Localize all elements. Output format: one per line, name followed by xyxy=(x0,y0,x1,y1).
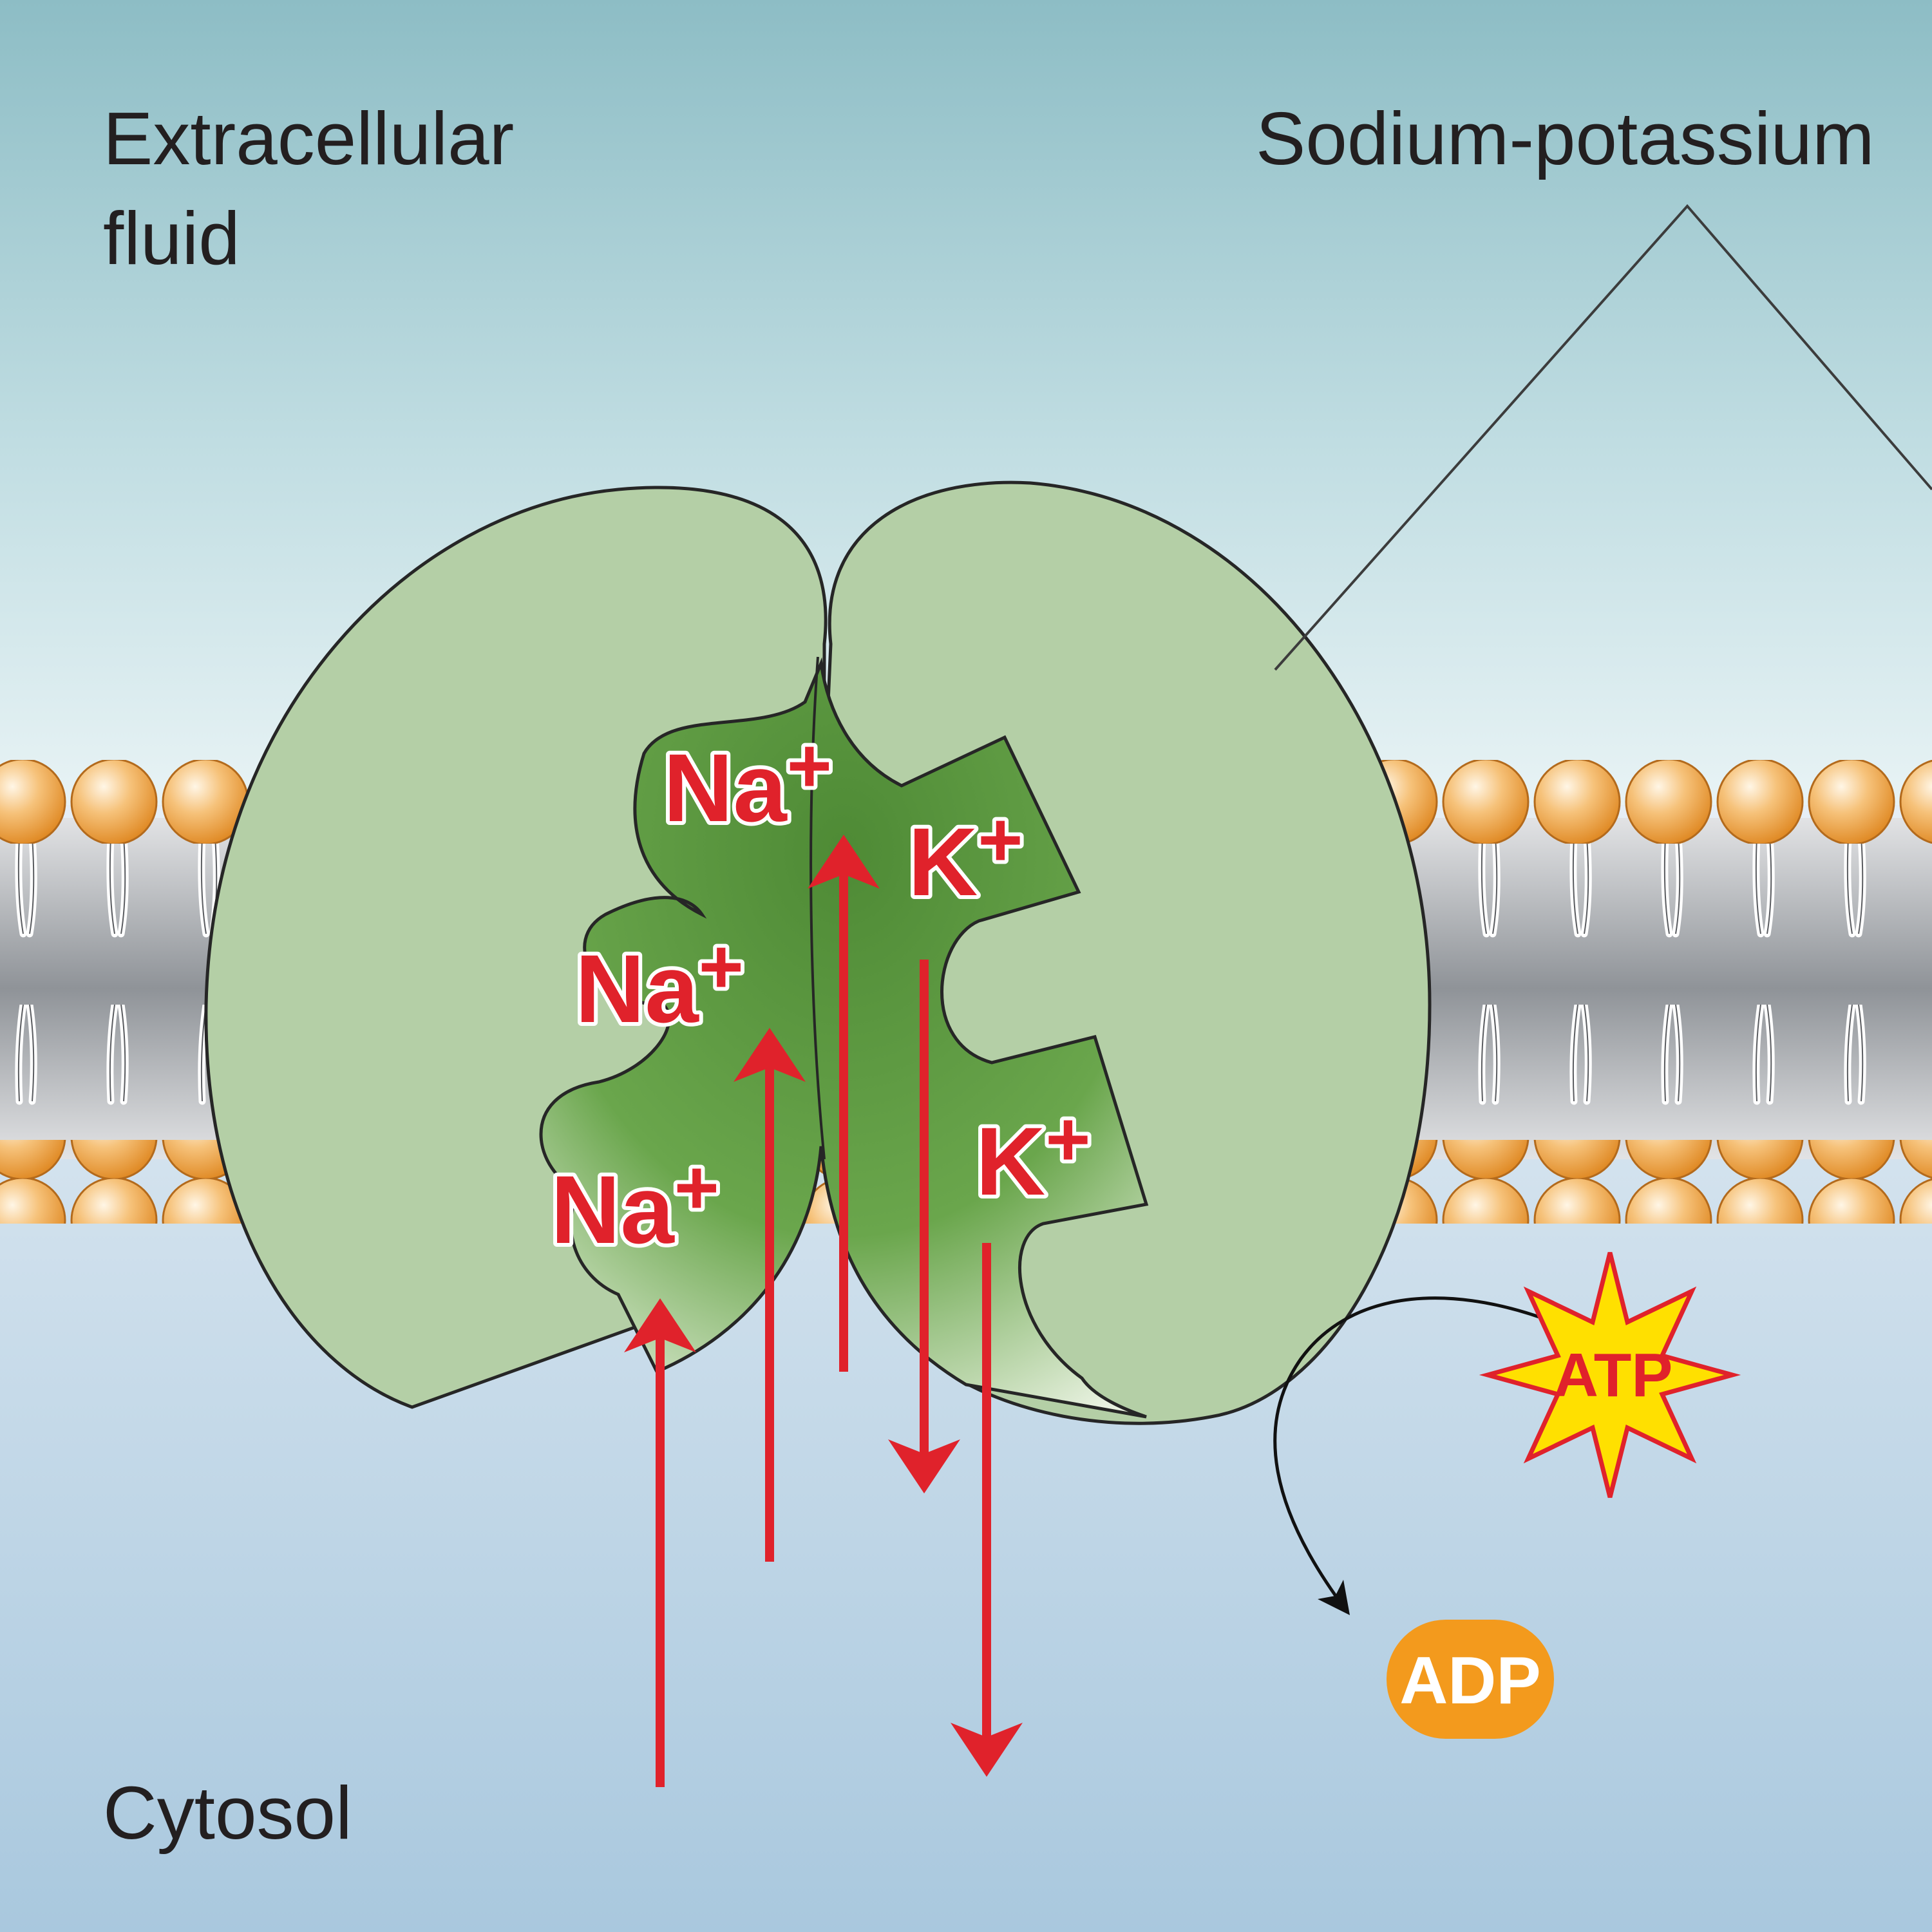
na-ion-1: Na+ xyxy=(663,723,832,842)
na-ion-3: Na+ xyxy=(551,1144,719,1264)
ion-labels: Na+ Na+ Na+ K+ K+ xyxy=(547,719,1094,1267)
k-ion-2: K+ xyxy=(976,1096,1090,1215)
k-ion-1: K+ xyxy=(908,797,1023,916)
subunit-boundary xyxy=(810,656,826,1160)
extracellular-fluid-label-line2: fluid xyxy=(103,196,240,280)
atp-to-adp-arrow xyxy=(1273,1296,1566,1616)
extracellular-fluid-label: Extracellular xyxy=(103,97,514,180)
sodium-potassium-pump-label: Sodium-potassium xyxy=(1256,97,1875,180)
adp-badge xyxy=(1387,1620,1554,1739)
adp-label: ADP xyxy=(1399,1643,1541,1718)
atp-label: ATP xyxy=(1554,1341,1673,1410)
atp-starburst xyxy=(1479,1252,1741,1498)
cytosol-label: Cytosol xyxy=(103,1771,352,1855)
ion-transport-arrows xyxy=(624,835,1023,1787)
pump-label-leader xyxy=(1274,204,1932,671)
atp-hydrolysis: ATP ADP xyxy=(1273,1252,1741,1739)
na-ion-2: Na+ xyxy=(575,923,744,1043)
